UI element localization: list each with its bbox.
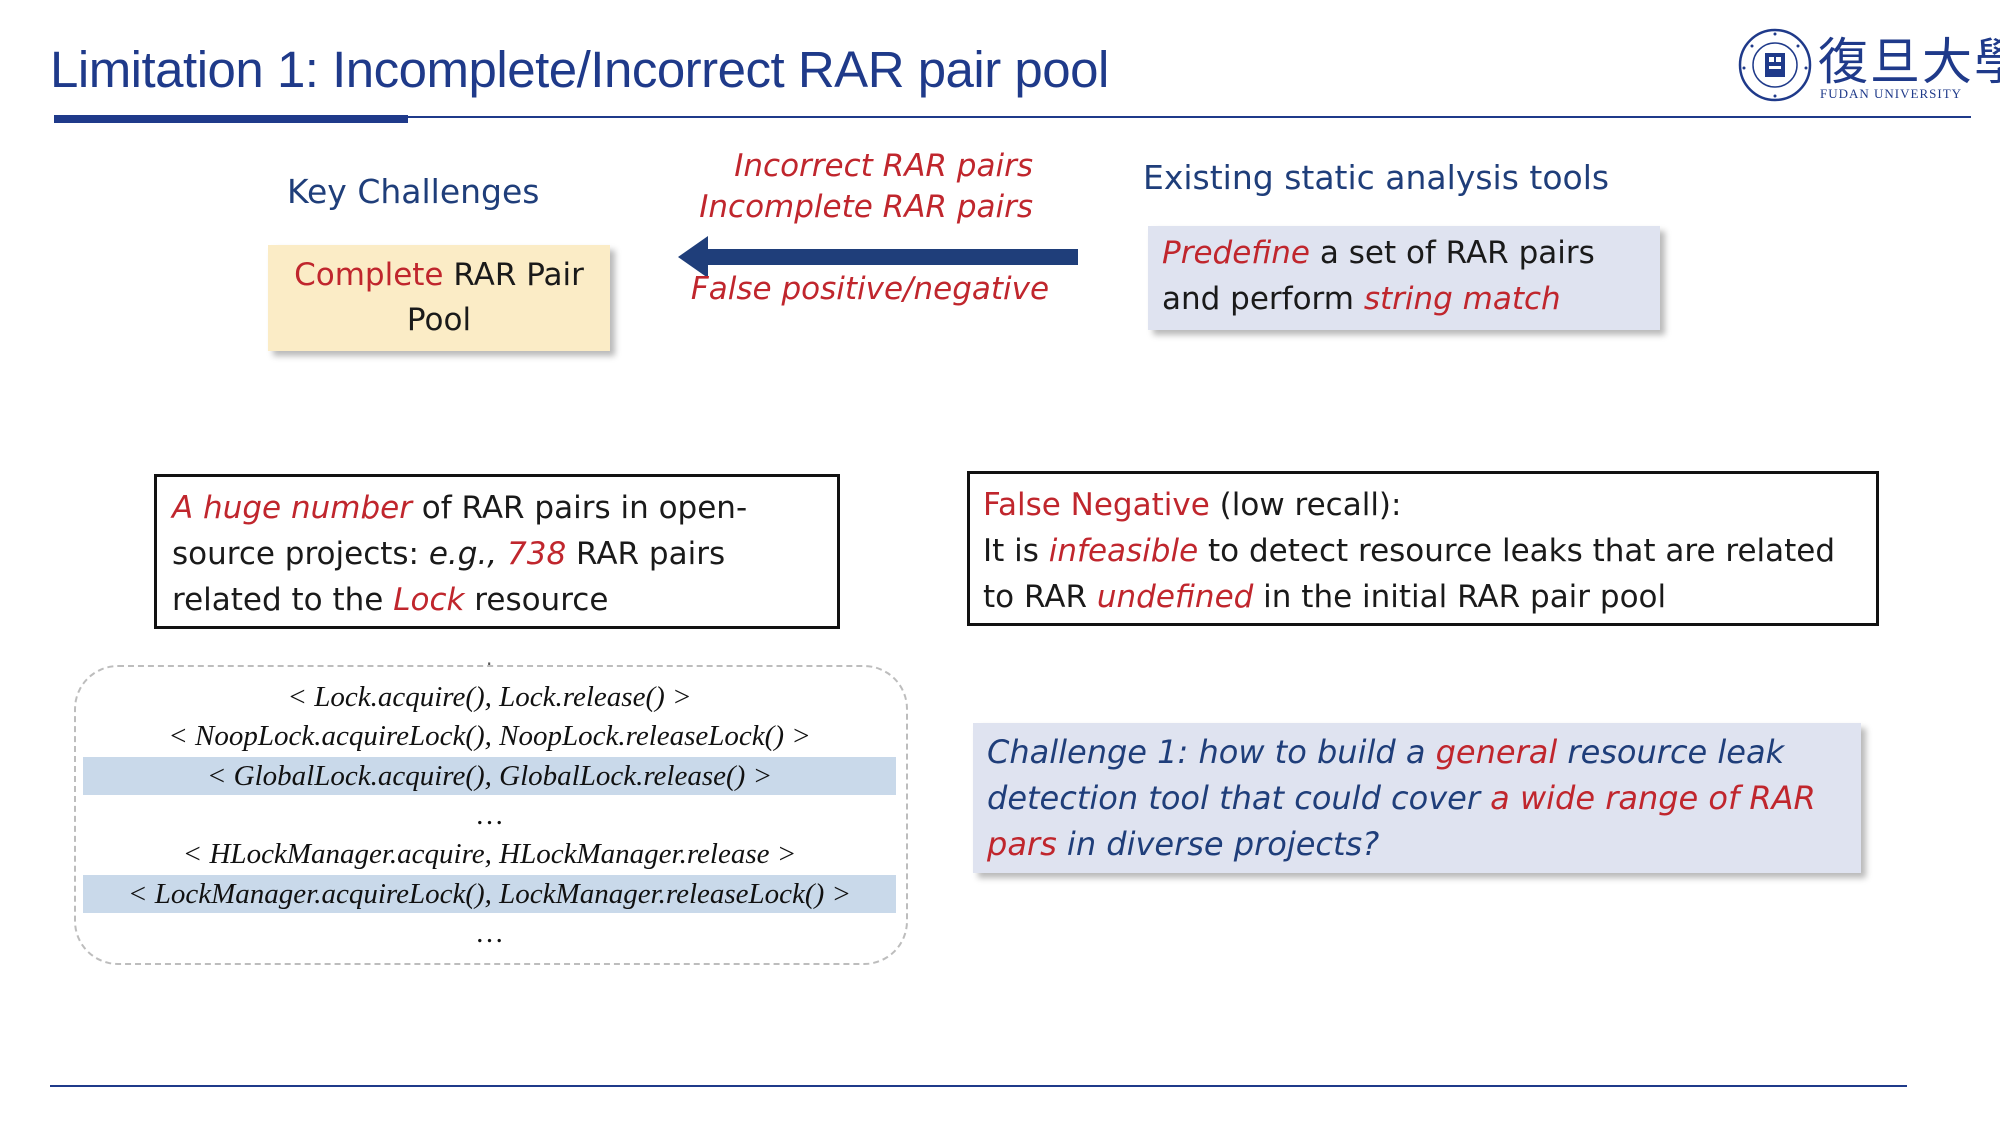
huge-box-text-2: RAR pairs related to the: [172, 536, 726, 618]
predefine-middle: a set of RAR pairs and perform: [1162, 235, 1595, 317]
complete-word: Complete: [294, 257, 444, 293]
fn-text-3: in the initial RAR pair pool: [1253, 579, 1667, 615]
university-name-chinese: 復旦大學: [1818, 33, 2000, 91]
string-match-word: string match: [1363, 281, 1561, 317]
undefined-word: undefined: [1096, 579, 1254, 615]
rar-pair-row: < Lock.acquire(), Lock.release() >: [287, 681, 692, 713]
huge-number-text: A huge number: [172, 490, 412, 526]
rar-pairs-list-box: [74, 665, 908, 965]
count-738: 738: [507, 536, 567, 572]
challenge-1-box: Challenge 1: how to build a general reso…: [973, 723, 1861, 873]
slide-title: Limitation 1: Incomplete/Incorrect RAR p…: [50, 41, 1109, 98]
rar-pair-row: < HLockManager.acquire, HLockManager.rel…: [182, 838, 797, 871]
predefine-word: Predefine: [1162, 235, 1311, 271]
university-name-english: FUDAN UNIVERSITY: [1820, 86, 1963, 101]
rar-pair-row: < GlobalLock.acquire(), GlobalLock.relea…: [83, 756, 896, 795]
false-positive-negative-label: False positive/negative: [690, 271, 1050, 307]
key-challenges-label: Key Challenges: [287, 172, 540, 211]
list-ellipsis: …: [475, 916, 504, 949]
eg-text: e.g.,: [428, 536, 508, 572]
huge-box-text-1: of RAR pairs in open-source projects:: [172, 490, 748, 572]
footer-rule: [50, 1085, 1907, 1087]
challenge-text-2: resource leak detection tool that could …: [987, 733, 1785, 817]
list-ellipsis: …: [475, 798, 504, 831]
challenge-text-3: in diverse projects?: [1056, 825, 1380, 863]
complete-rar-pool-box: Complete RAR Pair Pool: [268, 245, 610, 351]
fn-text-2: to detect resource leaks that are relate…: [983, 533, 1836, 615]
false-negative-suffix: (low recall):: [1209, 487, 1402, 523]
existing-tools-label: Existing static analysis tools: [1143, 158, 1610, 197]
infeasible-word: infeasible: [1048, 533, 1199, 569]
wide-range-text: a wide range of RAR pars: [987, 779, 1816, 863]
challenge-text-1: Challenge 1: how to build a: [987, 733, 1436, 771]
predefine-box: Predefine a set of RAR pairs and perform…: [1148, 226, 1660, 330]
incomplete-pairs-label: Incomplete RAR pairs: [699, 189, 1033, 225]
fudan-seal-logo: [1738, 28, 1812, 102]
false-negative-box: False Negative (low recall): It is infea…: [967, 471, 1879, 626]
huge-box-text-3: resource: [464, 582, 609, 618]
fn-text-1: It is: [983, 533, 1049, 569]
general-word: general: [1435, 733, 1558, 771]
title-underline-accent: [54, 115, 408, 123]
rar-pair-row: < LockManager.acquireLock(), LockManager…: [83, 874, 896, 913]
incorrect-pairs-label: Incorrect RAR pairs: [734, 148, 1033, 184]
title-underline: [54, 116, 1971, 118]
connector-dot: .: [486, 646, 493, 670]
complete-box-rest: RAR Pair Pool: [406, 257, 584, 338]
left-arrow-icon: [678, 236, 1078, 278]
lock-word: Lock: [393, 582, 465, 618]
rar-pair-row: < NoopLock.acquireLock(), NoopLock.relea…: [168, 720, 811, 753]
false-negative-heading: False Negative: [983, 487, 1210, 523]
huge-number-box: A huge number of RAR pairs in open-sourc…: [154, 474, 840, 629]
